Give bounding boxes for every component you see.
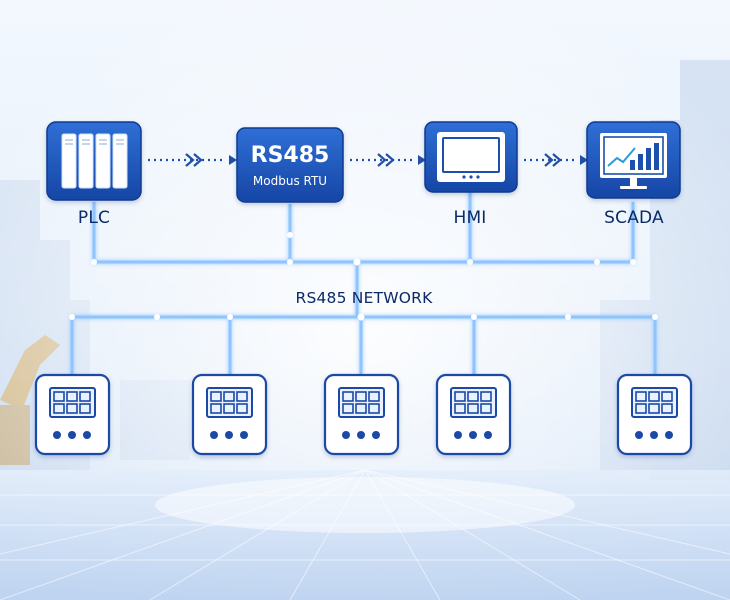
- plc-label: PLC: [77, 208, 111, 228]
- scada-node[interactable]: [586, 121, 681, 199]
- hmi-node[interactable]: [424, 121, 518, 193]
- field-device[interactable]: [34, 373, 111, 456]
- scada-label: SCADA: [604, 208, 664, 228]
- arrow-hmi-to-scada: [524, 153, 588, 167]
- bus-junction: [353, 258, 361, 266]
- hmi-monitor-icon: [437, 132, 505, 182]
- bus-junction: [467, 259, 473, 265]
- meter-display-icon: [49, 387, 96, 418]
- upper-bus: [92, 190, 635, 317]
- meter-display-icon: [631, 387, 678, 418]
- arrow-converter-to-hmi: [350, 153, 426, 167]
- rs485-converter-node[interactable]: [236, 127, 344, 203]
- rs485-converter-subtitle: Modbus RTU: [252, 174, 328, 188]
- bus-junction: [287, 232, 293, 238]
- lower-bus-nodes: [69, 313, 658, 321]
- plc-node[interactable]: [46, 121, 142, 201]
- indicator-dots: [635, 431, 673, 439]
- rs485-converter-title: RS485: [250, 143, 330, 168]
- bus-junction: [91, 259, 97, 265]
- bus-junction: [227, 314, 233, 320]
- bus-junction: [565, 314, 571, 320]
- scada-chart-monitor-icon: [600, 133, 667, 189]
- upper-bus-nodes: [91, 232, 636, 266]
- flow-arrows: [148, 153, 588, 167]
- field-device[interactable]: [191, 373, 268, 456]
- indicator-dots: [210, 431, 248, 439]
- upper-bus-line: [92, 202, 635, 264]
- bus-junction: [630, 259, 636, 265]
- arrow-plc-to-converter: [148, 153, 237, 167]
- meter-display-icon: [206, 387, 253, 418]
- bus-junction: [357, 313, 365, 321]
- field-device[interactable]: [616, 373, 693, 456]
- bus-junction: [471, 314, 477, 320]
- meter-display-icon: [338, 387, 385, 418]
- bus-junction: [154, 314, 160, 320]
- indicator-dots: [342, 431, 380, 439]
- network-label: RS485 NETWORK: [295, 289, 433, 307]
- bus-junction: [652, 314, 658, 320]
- field-device[interactable]: [323, 373, 400, 456]
- bus-junction: [287, 259, 293, 265]
- bus-junction: [69, 314, 75, 320]
- meter-display-icon: [450, 387, 497, 418]
- indicator-dots: [454, 431, 492, 439]
- hmi-label: HMI: [453, 208, 487, 228]
- floor-grid: [0, 469, 730, 600]
- indicator-dots: [53, 431, 91, 439]
- plc-rack-icon: [61, 133, 128, 189]
- field-device[interactable]: [435, 373, 512, 456]
- bus-junction: [594, 259, 600, 265]
